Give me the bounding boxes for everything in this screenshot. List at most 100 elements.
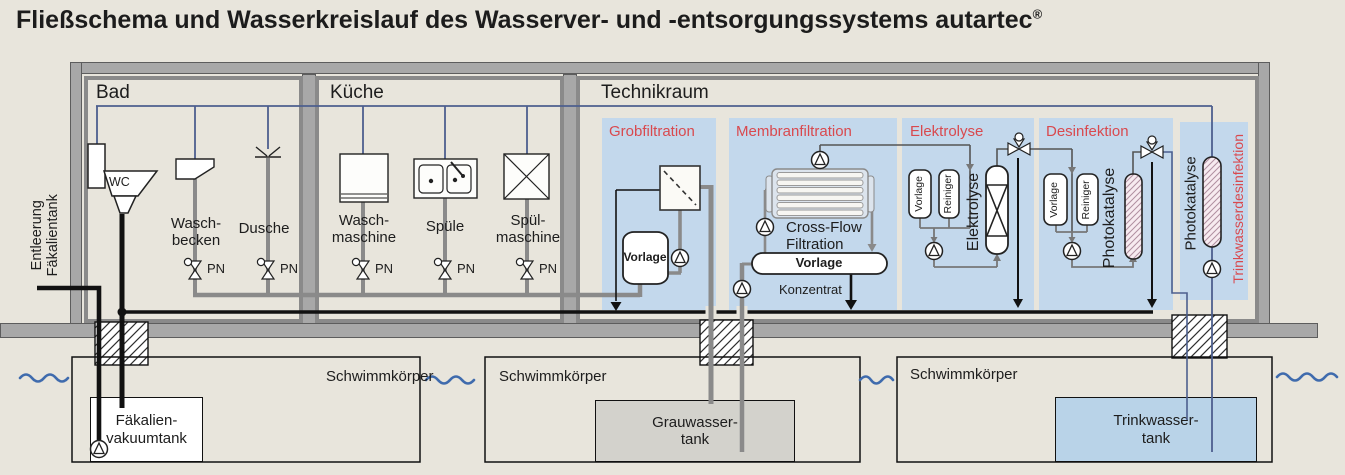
schwimmkoerper-label: Schwimmkörper: [326, 368, 434, 385]
waschmaschine-symbol: [339, 153, 389, 203]
schwimmkoerper-label: Schwimmkörper: [499, 368, 607, 385]
arrow-up-icon: [993, 253, 1001, 261]
el-reiniger-label: Reiniger: [942, 174, 955, 214]
grauwasser-pipes: [700, 185, 752, 452]
three-way-valve-icon: [1140, 135, 1164, 159]
arrow-down-icon: [966, 164, 974, 171]
heading-elektrolyse: Elektrolyse: [910, 123, 984, 140]
pump-icon: [810, 150, 830, 170]
pump-icon: [89, 439, 109, 459]
wave-icon: [18, 373, 70, 383]
pump-icon: [670, 248, 690, 268]
de-column-label: Photokatalyse: [1101, 167, 1119, 269]
arrow-down-icon: [845, 300, 857, 310]
pn-label: PN: [207, 261, 226, 276]
arrow-down-icon: [1068, 167, 1076, 174]
heading-membranfiltration: Membranfiltration: [736, 123, 852, 140]
vorlage-tank: [622, 231, 669, 285]
arrow-down-icon: [867, 244, 877, 252]
grauwassertank: Grauwasser- tank: [595, 400, 795, 462]
pn-valve-icon: [433, 257, 452, 280]
grauwassertank-label: Grauwasser- tank: [652, 413, 738, 448]
black-arrowheads: [610, 299, 1157, 311]
registered-mark: ®: [1032, 6, 1043, 22]
pn-label: PN: [280, 261, 299, 276]
pn-valve-icon: [351, 257, 370, 280]
room-label-bad: Bad: [96, 82, 130, 103]
floor-band: [0, 323, 1318, 338]
blackwater-pipes: [37, 158, 1153, 441]
room-kueche: [315, 76, 564, 323]
pontoon-3: [896, 356, 1273, 463]
membranfiltration-unit: [732, 144, 970, 299]
schwimmkoerper-label: Schwimmkörper: [910, 366, 1018, 383]
entleerung-pipe: [37, 285, 102, 441]
spuele-label: Spüle: [425, 218, 465, 235]
pn-valve-icon: [183, 257, 202, 280]
trinkwassertank-label: Trinkwasser- tank: [1113, 412, 1199, 447]
arrow-down-icon: [1147, 299, 1157, 308]
faekalien-vakuumtank: Fäkalien- vakuumtank: [90, 397, 203, 462]
de-vorlage-label: Vorlage: [1048, 182, 1061, 218]
pontoon-outlines: [71, 356, 1273, 463]
desinfektion-unit: [1043, 135, 1164, 268]
title-text: Fließschema und Wasserkreislauf des Wass…: [16, 6, 1033, 34]
arrow-down-icon: [1068, 237, 1076, 243]
pump-icon: [1202, 259, 1222, 279]
room-bad: [84, 76, 303, 323]
reiniger-tank: [1076, 173, 1099, 226]
membran-vorlage-label: Vorlage: [795, 255, 843, 270]
pump-icon: [755, 217, 775, 237]
crossflow-label: Cross-Flow Filtration: [786, 219, 862, 253]
tank-feed-line: [1162, 151, 1188, 420]
pump-icon: [732, 279, 752, 299]
waschmaschine-label: Wasch- maschine: [331, 212, 397, 246]
vorlage-tank: [908, 169, 932, 219]
arrow-down-icon: [930, 237, 938, 243]
konzentrat-label: Konzentrat: [779, 282, 842, 297]
dusche-label: Dusche: [238, 220, 290, 237]
reiniger-tank: [938, 169, 960, 219]
grob-vorlage-label: Vorlage: [623, 250, 667, 264]
heading-trinkwasserdesinfektion: Trinkwasserdesinfektion: [1230, 134, 1247, 284]
pump-icon: [1062, 241, 1082, 261]
coarse-filter: [659, 165, 701, 211]
room-technikraum: [576, 76, 1259, 323]
water-waves: [18, 372, 1339, 385]
room-label-technikraum: Technikraum: [601, 82, 709, 103]
grobfiltration-unit: [622, 165, 701, 285]
elektrolyse-unit: [908, 132, 1072, 268]
el-column-label: Elektrolyse: [965, 172, 983, 252]
pontoon-2: [484, 356, 861, 463]
photokatalyse-column: [1202, 156, 1222, 248]
trinkwassertank: Trinkwasser- tank: [1055, 397, 1257, 462]
entleerung-label: Entleerung Fäkalientank: [28, 194, 61, 277]
arrow-down-icon: [610, 302, 622, 311]
heading-desinfektion: Desinfektion: [1046, 123, 1129, 140]
vorlage-pill-tank: [751, 252, 888, 275]
vorlage-tank: [1043, 173, 1068, 226]
wave-icon: [1275, 372, 1339, 382]
faekalien-vakuumtank-label: Fäkalien- vakuumtank: [106, 412, 187, 447]
wave-icon: [858, 375, 895, 385]
pn-label: PN: [375, 261, 394, 276]
pn-valve-icon: [256, 257, 275, 280]
heading-grobfiltration: Grobfiltration: [609, 123, 695, 140]
pn-label: PN: [457, 261, 476, 276]
tw-column-label: Photokatalyse: [1182, 156, 1200, 251]
pn-valve-icon: [515, 257, 534, 280]
pipe-junction: [117, 307, 127, 317]
wave-icon: [424, 375, 476, 385]
pn-valves: [183, 257, 534, 280]
spuelmaschine-symbol: [503, 153, 550, 200]
waschbecken-symbol: [175, 158, 215, 180]
penetration-grauwasser: [699, 319, 754, 366]
wc-symbol: [87, 143, 159, 214]
el-vorlage-label: Vorlage: [913, 176, 926, 212]
pump-icon: [924, 241, 944, 261]
trinkwasserdesinfektion-unit: [1202, 156, 1222, 279]
three-way-valve-icon: [1007, 132, 1031, 156]
spuelmaschine-label: Spül- maschine: [495, 212, 561, 246]
photokatalyse-column: [1124, 173, 1143, 260]
